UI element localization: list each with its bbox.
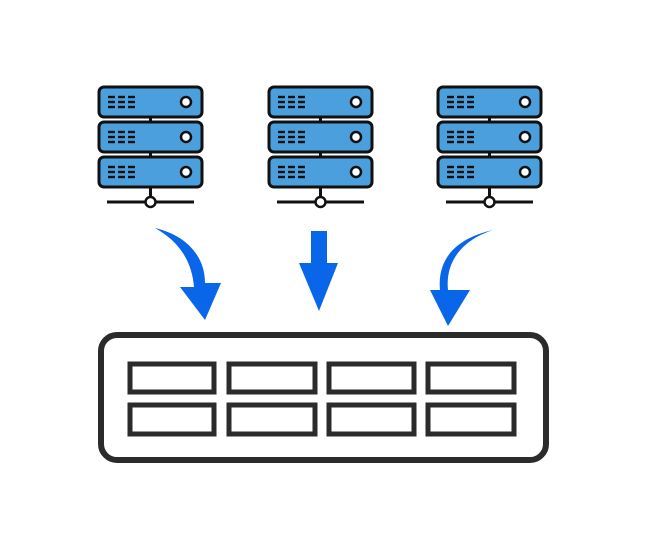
storage-slot — [425, 361, 517, 395]
arrow-left-icon — [155, 228, 221, 320]
server-left-icon — [99, 87, 202, 207]
storage-slot — [425, 402, 517, 437]
storage-slot — [226, 361, 318, 395]
storage-slot — [127, 361, 217, 395]
storage-slot — [127, 402, 217, 437]
server-center-icon — [269, 87, 372, 207]
storage-array-icon — [98, 332, 549, 463]
storage-slots — [127, 361, 517, 437]
storage-slot — [226, 402, 318, 437]
storage-slot — [326, 402, 417, 437]
server-right-icon — [438, 87, 541, 207]
storage-slot — [326, 361, 417, 395]
arrow-right-icon — [430, 230, 493, 326]
arrow-center-icon — [299, 231, 338, 311]
